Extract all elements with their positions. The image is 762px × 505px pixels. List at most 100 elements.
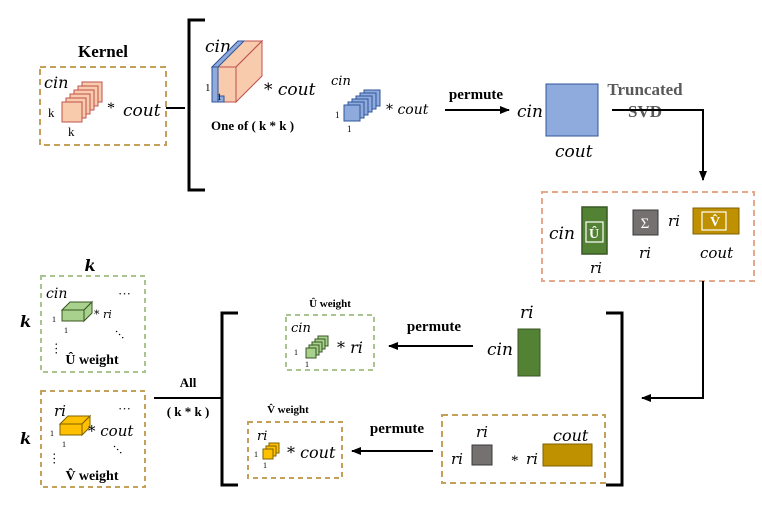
v-large-ellipsis-v: ··· [47,452,62,465]
blue-stack-one-left: 1 [335,110,340,120]
v-small-stack-icon [262,442,280,460]
u-small-one-left: 1 [294,348,298,357]
permute-label-2: permute [407,319,461,335]
slice-cube-icon [210,39,264,104]
v-row-cout: cout [553,426,589,445]
kernel-stack-icon [61,81,103,123]
u-col-ri-label: ri [520,303,534,323]
permuted-matrix-group: cin cout [517,83,599,162]
permuted-matrix [545,83,599,137]
permute-label-1: permute [449,87,503,103]
u-large-one-bottom: 1 [64,326,68,335]
u-small-one-bottom: 1 [305,360,309,369]
v-row-matrix [542,443,593,467]
slice-cin-label: cin [205,37,231,57]
kernel-group: Kernel cin k k * cout [39,42,167,146]
v-weight-large-group: k ri 1 1 * cout ··· ··· ··· V̂ weight [20,390,146,488]
u-ri-label: ri [590,259,602,277]
u-large-ellipsis-h: ··· [118,286,131,301]
u-hat-symbol: Û [589,225,599,242]
v-large-weight-label: V̂ weight [65,467,118,484]
permuted-cout-label: cout [555,142,593,162]
v-row-ri-left: ri [451,450,463,468]
blue-stack-cin-label: cin [331,74,351,89]
v-cout-label: cout [700,244,734,262]
u-weight-small-title: Û weight [309,297,351,310]
u-large-cin: cin [46,286,67,302]
v-large-times-cout: * cout [88,422,134,440]
v-large-ellipsis-d: ··· [108,440,128,460]
v-small-one-bottom: 1 [263,461,267,470]
kernel-box [39,66,167,146]
one-of-label: One of ( k * k ) [211,118,294,133]
kernel-title: Kernel [78,42,128,61]
u-matrix-inner [585,221,604,243]
v-row-ri-mid: ri [526,450,538,468]
kernel-times: * [107,100,115,117]
u-weight-large-box [40,275,146,373]
v-row-group: ri ri * ri cout [441,414,606,484]
sigma-ri-bottom: ri [639,244,651,262]
v-weight-small-title: V̂ weight [267,403,309,416]
blue-stack-times-cout: * cout [386,102,429,118]
svd-cin-label: cin [549,224,575,244]
u-small-times-ri: * ri [337,338,363,357]
svd-to-bracket-arrow [641,281,704,402]
right-bracket [606,311,624,487]
slice-one-left: 1 [205,82,211,94]
u-weight-small-group: Û weight cin 1 1 * ri [285,297,375,371]
permute-label-3: permute [370,421,424,437]
v-small-one-left: 1 [254,450,258,459]
kernel-k-left: k [48,105,55,120]
kernel-cout-label: cout [123,101,161,121]
bottom-left-bracket [220,311,238,487]
v-row-times: * [511,453,519,469]
permuted-cin-label: cin [517,102,543,122]
v-large-k-left: k [20,429,31,448]
v-row-box [441,414,606,484]
top-bracket [187,18,205,192]
v-matrix-inner [701,211,727,231]
u-column-group: ri cin [487,303,541,377]
u-large-k-top: k [84,256,95,275]
v-large-one-bottom: 1 [62,440,66,449]
v-small-ri: ri [257,429,267,444]
v-large-bar-icon [58,414,92,437]
blue-stack-one-bottom: 1 [347,124,352,134]
v-weight-small-box [247,421,343,479]
u-large-weight-label: Û weight [65,351,119,368]
u-large-times-ri: * ri [94,308,112,321]
slice-one-bottom: 1 [217,92,222,102]
truncated-label: Truncated [607,80,683,99]
sigma-symbol: Σ [641,216,650,232]
kernel-k-bottom: k [68,124,75,139]
all-kk-label: ( k * k ) [167,404,210,419]
u-large-one-left: 1 [52,315,56,324]
u-weight-large-group: k k cin 1 1 * ri ··· ··· ··· Û weight [20,256,146,373]
blue-stack-icon [343,89,381,122]
v-row-ri-top: ri [476,423,488,441]
sigma-matrix [632,209,659,236]
slice-group: cin 1 1 * cout One of ( k * k ) [205,37,316,133]
u-large-ellipsis-v: ··· [49,342,64,355]
u-large-bar-icon [60,300,94,323]
blue-stack-group: cin 1 1 * cout [331,74,429,134]
sigma-ri-right: ri [668,212,680,230]
slice-times-cout: * cout [264,80,316,100]
v-row-sigma [471,444,493,466]
u-small-stack-icon [305,335,329,359]
slice-times-cout-text: * cout [264,80,316,100]
svd-result-box [541,191,755,282]
u-large-ellipsis-d: ··· [110,325,130,345]
all-label: All [180,375,197,390]
v-large-one-left: 1 [50,429,54,438]
u-column-matrix [517,328,541,377]
svd-result-group: cin Û ri Σ ri ri V̂ cout [541,191,755,282]
kernel-cin-label: cin [44,73,68,92]
v-hat-symbol: V̂ [710,213,720,230]
u-small-cin: cin [291,321,311,336]
v-large-ellipsis-h: ··· [118,401,131,416]
v-weight-large-box [40,390,146,488]
